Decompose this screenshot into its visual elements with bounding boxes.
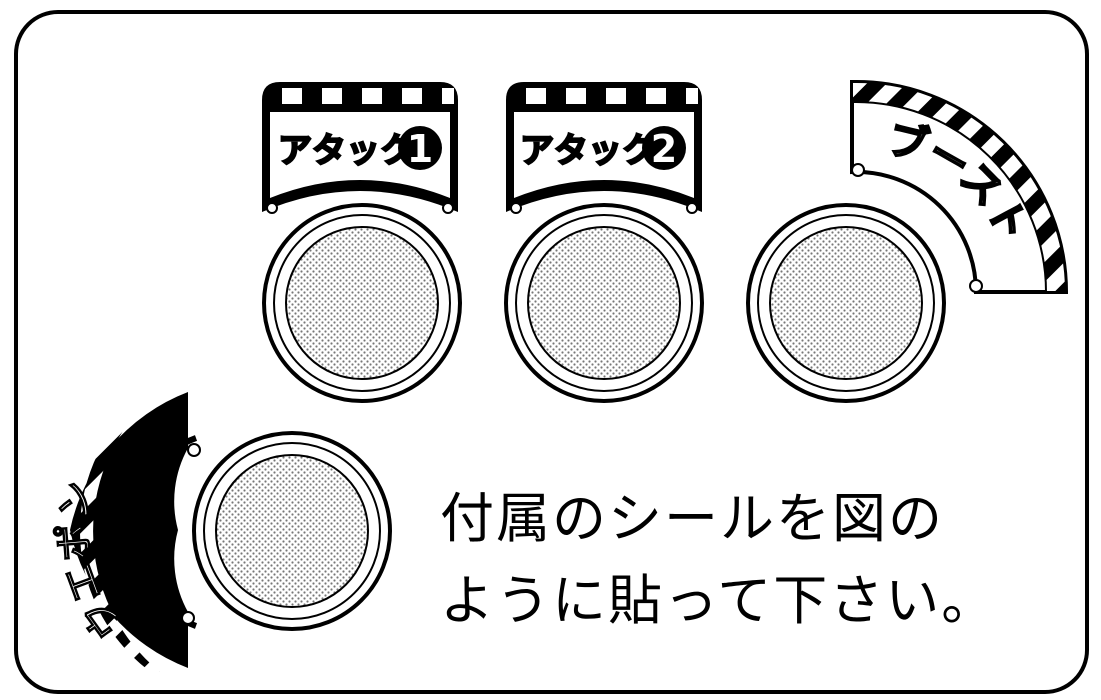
attack1-stripe-band	[282, 88, 454, 104]
weapon-sticker: ウエポン	[50, 382, 201, 672]
instruction-text: 付属のシールを図の ように貼って下さい。	[440, 478, 1080, 642]
instruction-line-2: ように貼って下さい。	[440, 569, 998, 632]
attack1-number-badge	[398, 126, 442, 170]
attack2-sticker: アタック 2	[506, 82, 702, 214]
boost-rivet-bottom	[969, 279, 983, 293]
attack1-label: アタック	[278, 131, 414, 171]
boost-stripe-band	[851, 80, 1068, 293]
instruction-line-1: 付属のシールを図の	[440, 487, 944, 550]
attack1-number: 1	[407, 127, 433, 171]
attack1-sticker: アタック 1	[262, 82, 458, 214]
boost-rivet-top	[851, 163, 865, 177]
weapon-stripe-band	[79, 390, 160, 672]
attack2-stripe-band	[526, 88, 698, 104]
attack2-number: 2	[651, 127, 677, 171]
button-boost	[746, 203, 946, 403]
attack1-rivet-left	[266, 202, 278, 214]
attack2-rivet-left	[510, 202, 522, 214]
attack2-label: アタック	[520, 131, 656, 171]
button-attack2	[504, 203, 704, 403]
attack2-number-badge	[642, 126, 686, 170]
weapon-rivet-bottom	[181, 611, 195, 625]
attack2-rivet-right	[686, 202, 698, 214]
button-weapon	[192, 431, 392, 631]
weapon-rivet-top	[187, 443, 201, 457]
attack1-rivet-right	[442, 202, 454, 214]
button-attack1	[262, 203, 462, 403]
